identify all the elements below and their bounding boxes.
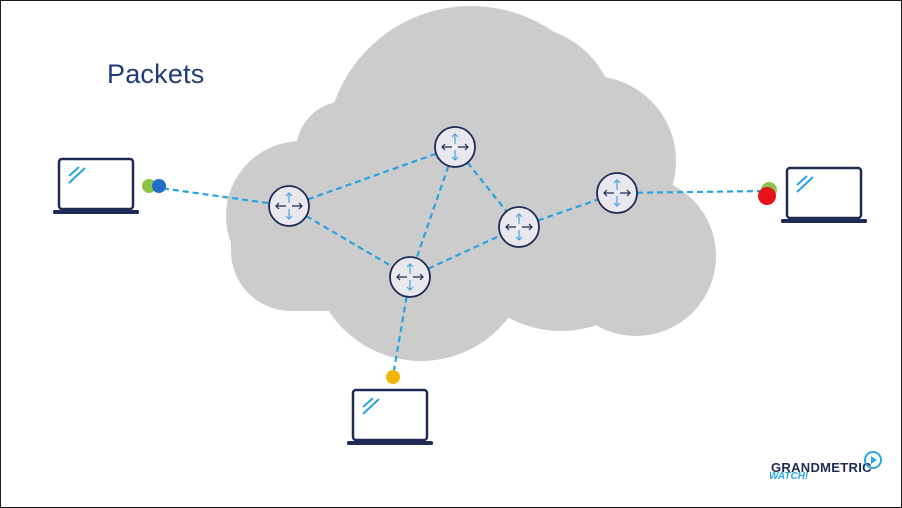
packet-blue-left — [152, 179, 166, 193]
packet-yellow-bottom — [386, 370, 400, 384]
router-arrows-icon — [505, 213, 533, 241]
router-2 — [434, 126, 476, 168]
packets — [142, 179, 777, 384]
link-router-2-router-3 — [408, 146, 457, 278]
router-arrows-icon — [396, 263, 424, 291]
packet-red-right — [758, 187, 776, 205]
logo-text: GRANDMETRIC — [771, 460, 872, 475]
slide-title: Packets — [107, 59, 205, 89]
laptop-right — [781, 166, 867, 223]
router-arrows-icon — [603, 179, 631, 207]
laptop-left — [53, 157, 139, 214]
link-router-4-router-5 — [518, 191, 618, 229]
router-4 — [498, 206, 540, 248]
packet-green-left — [142, 179, 156, 193]
link-laptop-left-router-1 — [152, 185, 290, 208]
network-cloud — [226, 6, 716, 361]
router-3 — [389, 256, 431, 298]
router-arrows-icon — [275, 192, 303, 220]
play-icon — [864, 451, 882, 469]
link-router-3-laptop-bottom — [391, 276, 412, 377]
logo-subtext: WATCH! — [769, 471, 809, 482]
laptop-bottom — [347, 388, 433, 445]
router-arrows-icon — [441, 133, 469, 161]
router-1 — [268, 185, 310, 227]
router-5 — [596, 172, 638, 214]
link-router-1-router-3 — [288, 205, 411, 278]
link-router-5-laptop-right — [616, 189, 768, 195]
grandmetric-logo: GRANDMETRIC WATCH! — [769, 450, 889, 486]
